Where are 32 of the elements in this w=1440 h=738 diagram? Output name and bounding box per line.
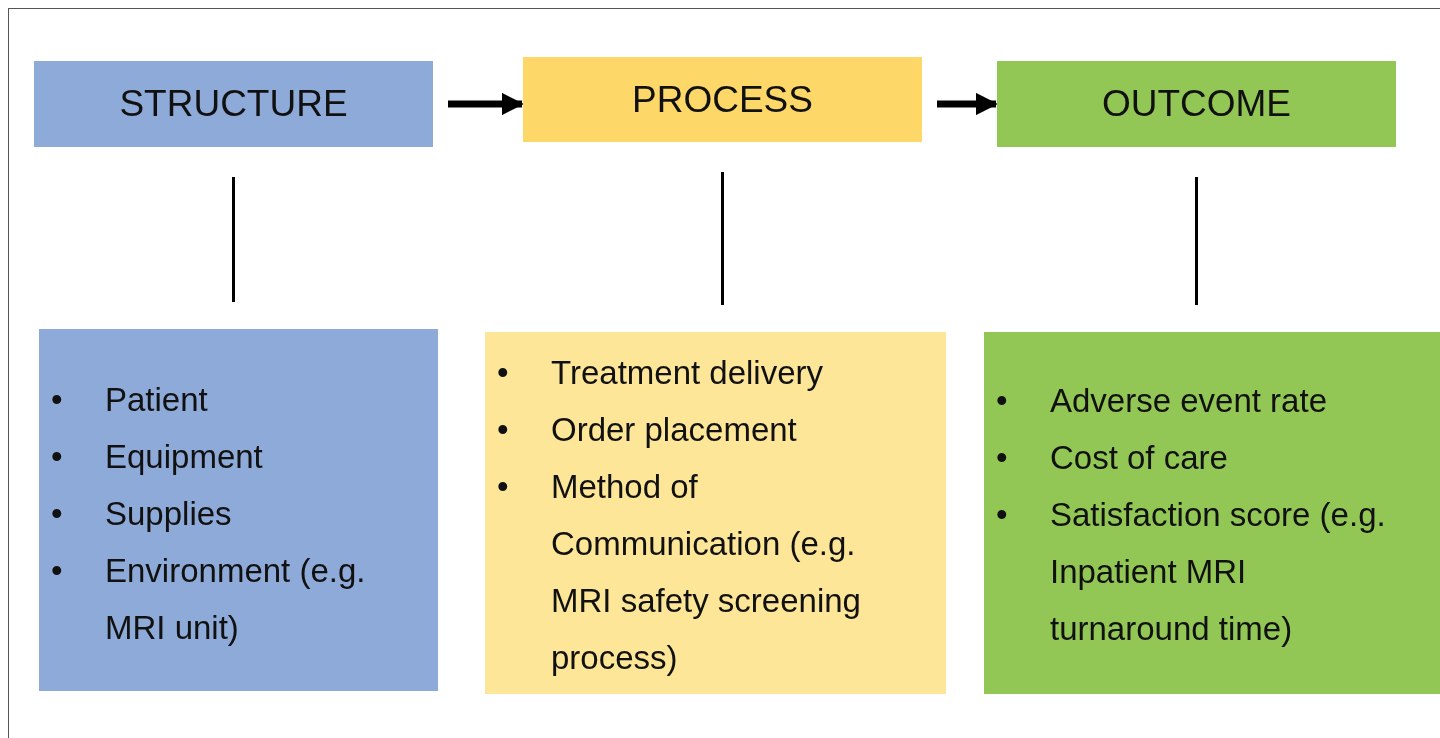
list-item: Cost of care bbox=[1050, 438, 1229, 478]
connector-line bbox=[721, 172, 724, 305]
bullet: • bbox=[497, 410, 510, 450]
category-title: OUTCOME bbox=[1101, 83, 1292, 125]
category-title: STRUCTURE bbox=[119, 83, 348, 125]
category-box bbox=[997, 61, 1396, 147]
category-title: PROCESS bbox=[632, 78, 813, 121]
list-box bbox=[485, 332, 946, 694]
category-box bbox=[34, 61, 433, 147]
category-box bbox=[523, 57, 922, 142]
bullet: • bbox=[996, 438, 1009, 478]
bullet: • bbox=[497, 467, 510, 507]
bullet: • bbox=[996, 381, 1009, 421]
bullet: • bbox=[996, 495, 1009, 535]
connector-line bbox=[1195, 177, 1198, 305]
list-item: Patient bbox=[105, 380, 209, 420]
list-box bbox=[984, 332, 1440, 694]
list-item: Method of Communication (e.g. MRI safety screening process) bbox=[551, 467, 862, 678]
list-item: Supplies bbox=[105, 494, 233, 534]
list-item: Treatment delivery bbox=[551, 353, 825, 393]
list-item: Satisfaction score (e.g. Inpatient MRI turnaround time) bbox=[1050, 495, 1387, 649]
bullet: • bbox=[497, 353, 510, 393]
list-item: Order placement bbox=[551, 410, 798, 450]
bullet: • bbox=[51, 494, 64, 534]
list-item: Environment (e.g. MRI unit) bbox=[105, 551, 367, 648]
bullet: • bbox=[51, 551, 64, 591]
list-item: Equipment bbox=[105, 437, 264, 477]
bullet: • bbox=[51, 437, 64, 477]
connector-line bbox=[232, 177, 235, 302]
list-box bbox=[39, 329, 438, 691]
bullet: • bbox=[51, 380, 64, 420]
list-item: Adverse event rate bbox=[1050, 381, 1328, 421]
